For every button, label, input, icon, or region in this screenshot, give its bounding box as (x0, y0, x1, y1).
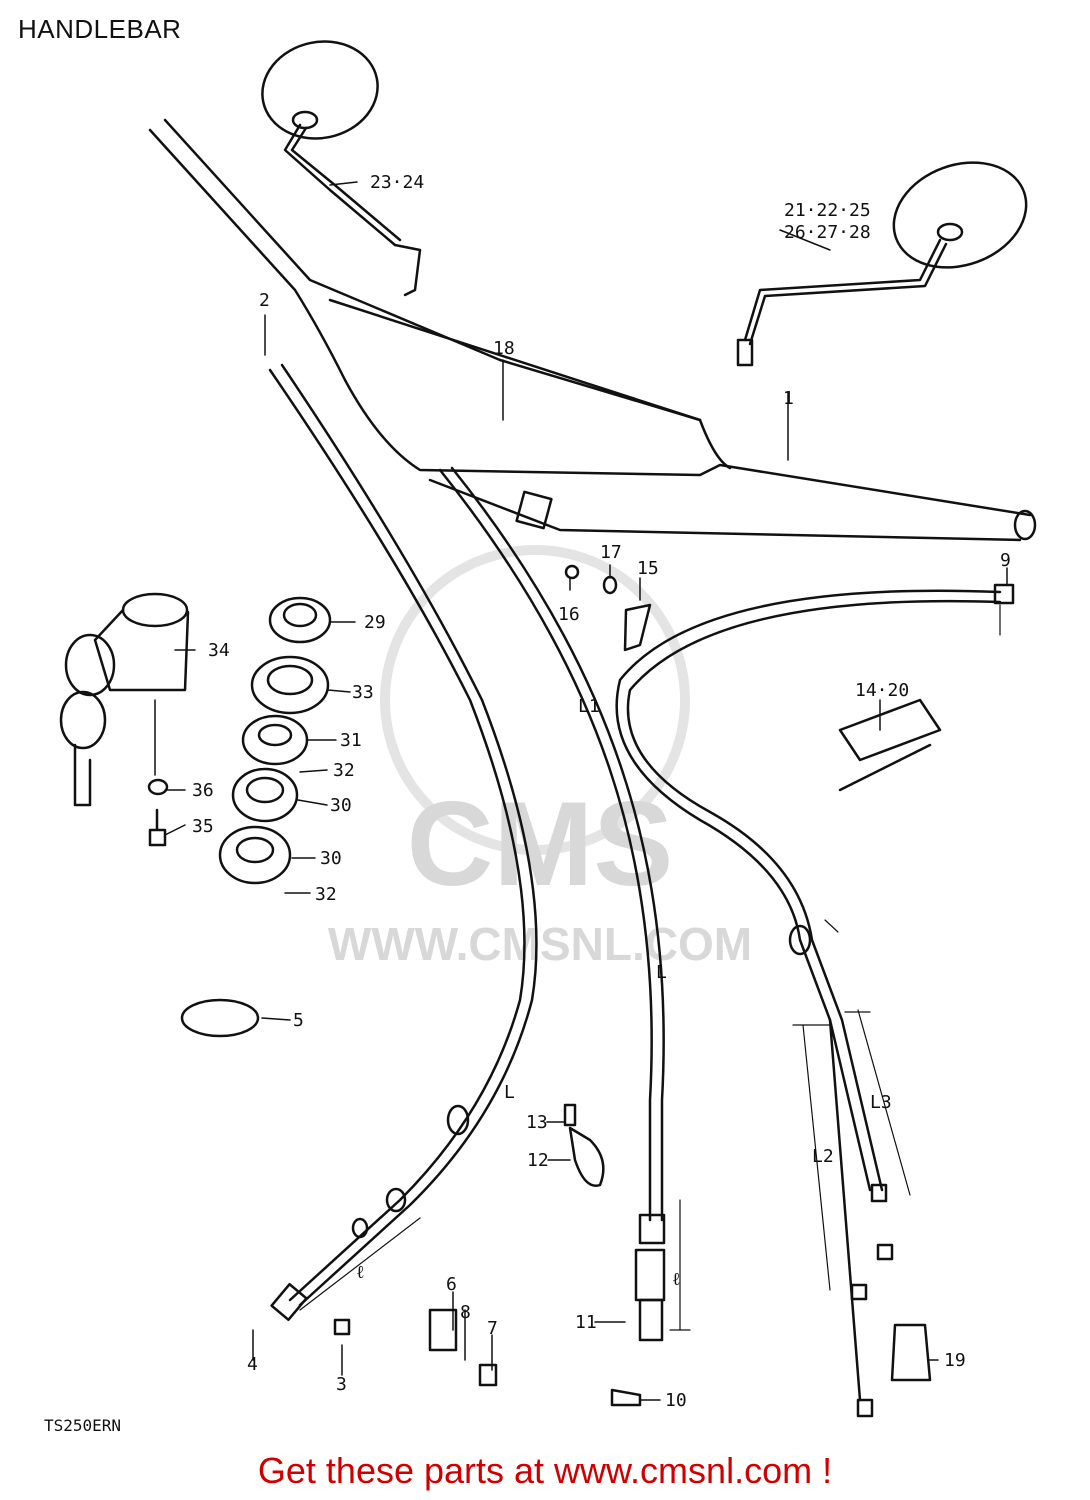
page-title: HANDLEBAR (18, 14, 182, 44)
label-part-1: 1 (783, 388, 794, 409)
label-part-30-b: 30 (320, 848, 342, 869)
part-labels: 23·24 21·22·25 26·27·28 2 18 1 9 17 15 1… (192, 172, 1011, 1411)
label-part-32-a: 32 (333, 760, 355, 781)
label-part-8: 8 (460, 1302, 471, 1323)
left-mirror (261, 40, 422, 297)
label-part-11: 11 (575, 1312, 597, 1333)
label-part-23-24: 23·24 (370, 172, 424, 193)
label-part-13: 13 (526, 1112, 548, 1133)
label-part-4: 4 (247, 1354, 258, 1375)
label-part-34: 34 (208, 640, 230, 661)
label-part-31: 31 (340, 730, 362, 751)
throttle-cable (438, 466, 666, 1342)
label-part-12: 12 (527, 1150, 549, 1171)
label-part-29: 29 (364, 612, 386, 633)
label-part-16: 16 (558, 604, 580, 625)
label-part-18: 18 (493, 338, 515, 359)
dim-label-ell-middle: ℓ (672, 1269, 681, 1290)
watermark: CMS WWW.CMSNL.COM (328, 545, 752, 970)
dimension-lines (299, 604, 1001, 1331)
label-part-17: 17 (600, 542, 622, 563)
brake-cable (615, 583, 1015, 1418)
dim-label-ell-left: ℓ (356, 1262, 365, 1283)
dim-label-l2: L2 (812, 1146, 834, 1167)
label-part-9: 9 (1000, 550, 1011, 571)
dim-label-l-left: L (504, 1082, 515, 1103)
label-part-32-b: 32 (315, 884, 337, 905)
label-part-35: 35 (192, 816, 214, 837)
clutch-cable (268, 363, 538, 1322)
seals (147, 596, 332, 1038)
label-part-21-22-25: 21·22·25 (784, 200, 871, 221)
label-part-19: 19 (944, 1350, 966, 1371)
label-part-36: 36 (192, 780, 214, 801)
handlebar (148, 118, 1037, 542)
label-part-2: 2 (259, 290, 270, 311)
leader-lines (154, 181, 1008, 1401)
model-code: TS250ERN (44, 1416, 122, 1435)
watermark-url: WWW.CMSNL.COM (328, 918, 752, 970)
cta-link[interactable]: Get these parts at www.cmsnl.com ! (257, 1450, 833, 1491)
label-part-15: 15 (637, 558, 659, 579)
label-part-33: 33 (352, 682, 374, 703)
dim-label-l1: L1 (578, 696, 600, 717)
right-mirror (736, 161, 1028, 367)
dim-label-l-middle: L (656, 962, 667, 983)
dimension-labels: L1 L L L2 L3 ℓ ℓ (356, 696, 892, 1290)
watermark-logo: CMS (407, 777, 674, 911)
label-part-26-27-28: 26·27·28 (784, 222, 871, 243)
label-part-30-a: 30 (330, 795, 352, 816)
label-part-5: 5 (293, 1010, 304, 1031)
label-part-10: 10 (665, 1390, 687, 1411)
dim-label-l3: L3 (870, 1092, 892, 1113)
ignition-switch (59, 592, 190, 807)
label-part-6: 6 (446, 1274, 457, 1295)
label-part-7: 7 (487, 1318, 498, 1339)
label-part-3: 3 (336, 1374, 347, 1395)
small-parts (333, 564, 942, 1407)
label-part-14-20: 14·20 (855, 680, 909, 701)
